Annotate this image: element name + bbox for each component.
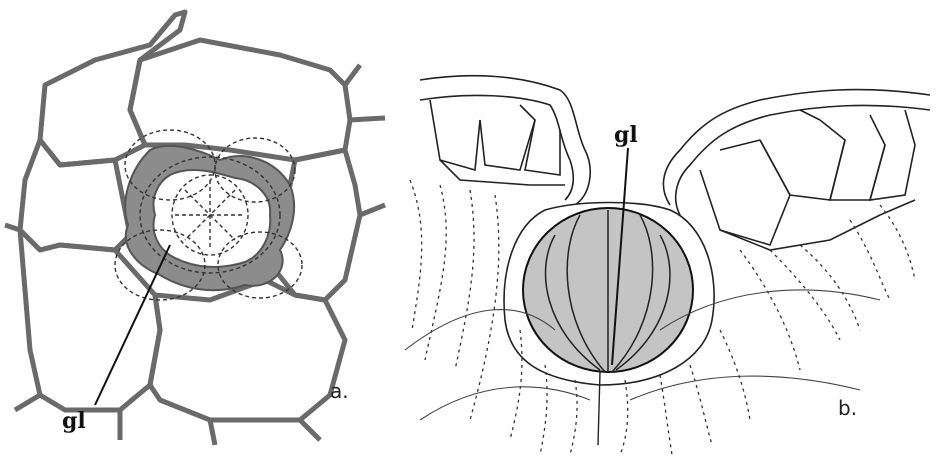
panel-label-b: b. — [838, 396, 857, 420]
panel-b: gl b. — [405, 76, 930, 455]
epidermal-cells — [5, 12, 385, 445]
panel-a: gl a. — [5, 12, 385, 445]
gland-label-a: gl — [62, 408, 86, 434]
gland-label-b: gl — [614, 122, 638, 148]
panel-label-a: a. — [330, 379, 349, 403]
